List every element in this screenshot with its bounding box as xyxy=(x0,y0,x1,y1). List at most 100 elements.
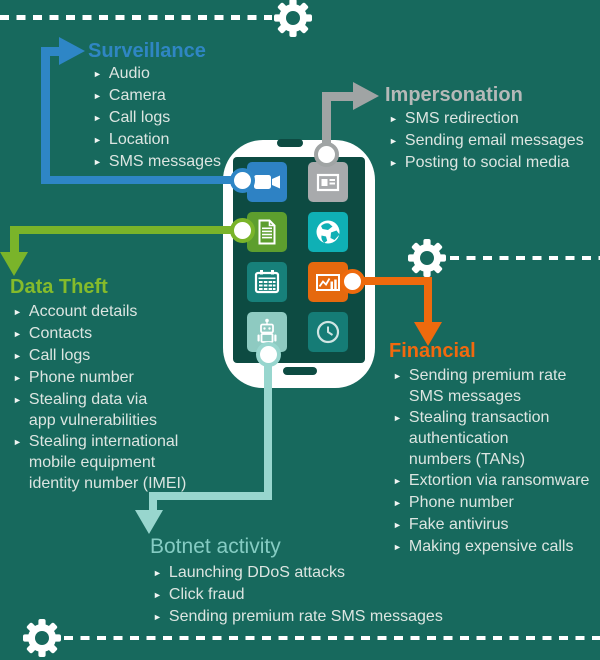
list-item-text: Click fraud xyxy=(168,586,245,603)
bullet-triangle-icon: ► xyxy=(389,158,398,168)
bullet-triangle-icon: ► xyxy=(13,307,22,317)
list-item-text: Audio xyxy=(108,65,150,82)
data-theft-arrowhead-icon xyxy=(0,252,28,276)
list-item-text: Stealing transaction authentication numb… xyxy=(408,409,550,468)
bullet-triangle-icon: ► xyxy=(13,437,22,447)
impersonation-connector-vertical xyxy=(322,96,331,154)
list-item-text: Sending premium rate SMS messages xyxy=(168,608,443,625)
list-item: ► Location xyxy=(93,129,221,151)
bullet-triangle-icon: ► xyxy=(153,568,162,578)
list-item: ► Call logs xyxy=(13,345,186,367)
financial-dashed-line xyxy=(450,255,600,260)
bottom-dashed-line xyxy=(64,635,600,640)
phone-speaker xyxy=(277,139,303,147)
list-item-text: Call logs xyxy=(108,109,171,126)
connector-endpoint-document xyxy=(229,217,255,243)
connector-endpoint-card xyxy=(313,141,339,167)
financial-arrowhead-icon xyxy=(413,322,442,346)
list-item: ►Stealing international mobile equipment… xyxy=(13,431,186,494)
gear-icon xyxy=(23,619,61,657)
bullet-triangle-icon: ► xyxy=(393,413,402,423)
connector-endpoint-chart xyxy=(339,268,365,294)
app-tile-spreadsheet xyxy=(247,262,287,302)
bullet-triangle-icon: ► xyxy=(93,113,102,123)
list-item-text: SMS messages xyxy=(108,153,221,170)
data-theft-connector-vertical xyxy=(10,225,19,254)
data-theft-connector-horizontal xyxy=(10,225,242,234)
impersonation-connector-horizontal xyxy=(322,92,355,101)
financial-list: ►Sending premium rate SMS messages►Steal… xyxy=(393,365,589,558)
bullet-triangle-icon: ► xyxy=(93,157,102,167)
bullet-triangle-icon: ► xyxy=(393,371,402,381)
botnet-title: Botnet activity xyxy=(150,535,281,558)
connector-endpoint-video xyxy=(229,167,255,193)
gear-icon xyxy=(274,0,312,37)
impersonation-title: Impersonation xyxy=(385,84,523,106)
app-tile-globe xyxy=(308,212,348,252)
bullet-triangle-icon: ► xyxy=(393,542,402,552)
list-item: ►Account details xyxy=(13,301,186,323)
list-item-text: Making expensive calls xyxy=(408,538,574,555)
list-item-text: Sending email messages xyxy=(404,132,584,149)
top-dashed-line xyxy=(0,15,272,20)
bullet-triangle-icon: ► xyxy=(13,373,22,383)
chart-icon xyxy=(316,274,340,291)
list-item-text: Stealing data via app vulnerabilities xyxy=(28,391,157,429)
bullet-triangle-icon: ► xyxy=(13,329,22,339)
list-item: ►Contacts xyxy=(13,323,186,345)
app-tile-clock xyxy=(308,312,348,352)
list-item-text: Camera xyxy=(108,87,166,104)
data-theft-list: ►Account details►Contacts►Call logs►Phon… xyxy=(13,301,186,494)
list-item-text: Phone number xyxy=(28,369,134,386)
bullet-triangle-icon: ► xyxy=(93,91,102,101)
financial-connector-vertical xyxy=(423,276,432,325)
bullet-triangle-icon: ► xyxy=(13,395,22,405)
bullet-triangle-icon: ► xyxy=(153,612,162,622)
impersonation-list: ►SMS redirection►Sending email messages►… xyxy=(389,108,584,174)
list-item: ► Launching DDoS attacks xyxy=(153,562,443,584)
bullet-triangle-icon: ► xyxy=(389,114,398,124)
spreadsheet-calendar-icon xyxy=(254,270,280,294)
botnet-connector-horizontal xyxy=(148,491,272,500)
botnet-list: ► Launching DDoS attacks ► Click fraud ► Send… xyxy=(153,562,443,628)
list-item: ► Phone number xyxy=(13,367,186,389)
list-item: ► SMS redirection xyxy=(389,108,584,130)
bullet-triangle-icon: ► xyxy=(13,351,22,361)
list-item: ►Sending premium rate SMS messages xyxy=(393,365,589,407)
connector-endpoint-robot xyxy=(255,341,281,367)
list-item: ► Audio xyxy=(93,63,221,85)
list-item: ► Sending premium rate SMS messages xyxy=(153,606,443,628)
list-item-text: Posting to social media xyxy=(404,154,570,171)
bullet-triangle-icon: ► xyxy=(153,590,162,600)
bullet-triangle-icon: ► xyxy=(393,498,402,508)
smartphone xyxy=(223,139,375,388)
list-item: ►Sending email messages xyxy=(389,130,584,152)
list-item-text: Call logs xyxy=(28,347,91,364)
financial-connector-horizontal xyxy=(352,276,432,285)
list-item-text: Launching DDoS attacks xyxy=(168,564,346,581)
bullet-triangle-icon: ► xyxy=(93,135,102,145)
app-tile-contact-card xyxy=(308,162,348,202)
list-item-text: SMS redirection xyxy=(404,110,519,127)
list-item-text: Location xyxy=(108,131,170,148)
botnet-arrowhead-icon xyxy=(134,509,163,534)
surveillance-arrowhead-icon xyxy=(59,37,85,65)
impersonation-arrowhead-icon xyxy=(353,82,379,110)
gear-icon xyxy=(408,239,446,277)
document-icon xyxy=(258,219,276,245)
bullet-triangle-icon: ► xyxy=(93,69,102,79)
surveillance-connector-vertical xyxy=(41,47,50,184)
surveillance-connector-to-phone xyxy=(41,175,242,184)
botnet-connector-vertical-1 xyxy=(263,354,272,497)
clock-icon xyxy=(316,320,340,344)
list-item: ► Camera xyxy=(93,85,221,107)
list-item: ► SMS messages xyxy=(93,151,221,173)
surveillance-connector-horizontal xyxy=(41,47,63,56)
list-item: ► Extortion via ransomware xyxy=(393,470,589,492)
bullet-triangle-icon: ► xyxy=(393,476,402,486)
globe-icon xyxy=(316,220,340,244)
list-item-text: Extortion via ransomware xyxy=(408,472,590,489)
list-item: ► Click fraud xyxy=(153,584,443,606)
contact-card-icon xyxy=(316,173,340,192)
list-item: ► Stealing transaction authentication num… xyxy=(393,407,589,470)
